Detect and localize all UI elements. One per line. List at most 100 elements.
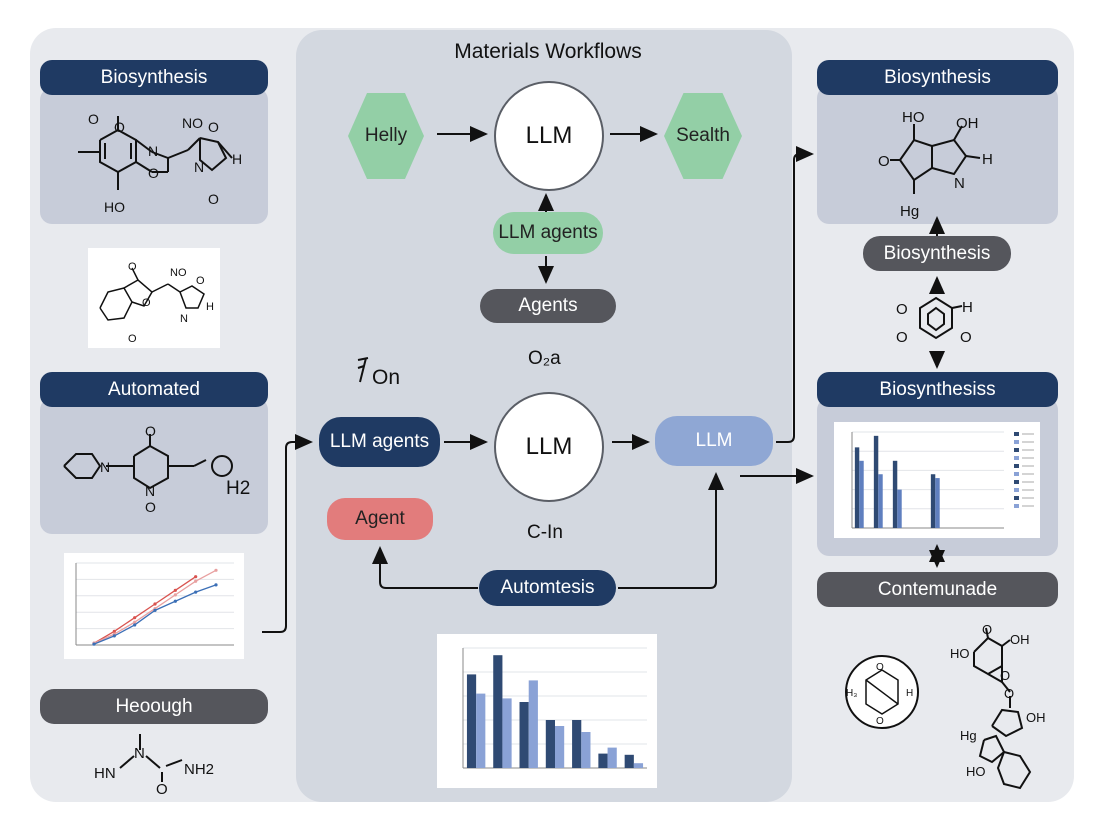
mol3-o-top: O [145, 423, 156, 439]
mol1-n-ring: N [194, 159, 204, 175]
left-automated-header: Automated [40, 372, 268, 407]
molecule-diagram-8: O OH HO O O OH Hg HO [950, 622, 1046, 790]
mol2-o2: O [142, 297, 151, 309]
mol8-ho2: HO [966, 764, 986, 779]
line-chart-point [173, 588, 177, 592]
llm-blue-node[interactable]: LLM [655, 416, 773, 466]
mol8-o3: O [1004, 686, 1014, 701]
center-bar-chart-bar [572, 720, 582, 768]
center-bar-chart-bar [502, 698, 512, 768]
molecule-diagram-4: HN N NH2 O [94, 734, 214, 798]
mol5-hg: Hg [900, 203, 919, 220]
left-automated-card [40, 398, 268, 534]
line-chart-point [133, 620, 137, 624]
center-bar-chart-bar [607, 747, 617, 768]
line-chart-point [133, 616, 137, 620]
mol7-o2: O [876, 716, 884, 727]
line-chart-point [153, 608, 157, 612]
mol3-n1: N [100, 459, 110, 475]
line-chart-point [173, 593, 177, 597]
line-chart-point [214, 568, 218, 572]
mol2-o3: O [196, 275, 205, 287]
mol6-o2: O [896, 329, 908, 346]
line-chart-series-1 [93, 576, 197, 644]
mol2-no: NO [170, 267, 187, 279]
center-bar-chart-bar [598, 753, 608, 768]
right-bar-chart-bar [897, 489, 902, 528]
center-bar-chart-bar [476, 693, 486, 768]
diagram-title: Materials Workflows [454, 40, 642, 63]
center-bar-chart [462, 647, 647, 769]
right-bar-chart-legend-swatch [1014, 464, 1019, 468]
right-bar-chart-bar [892, 460, 898, 528]
mol8-o: O [982, 622, 992, 637]
line-chart-point [194, 579, 198, 583]
mol5-ho: HO [902, 109, 925, 126]
mol5-n: N [954, 175, 965, 192]
pen-icon [357, 357, 369, 383]
mol1-o-ring: O [148, 165, 159, 181]
llm-node-middle: LLM [494, 392, 604, 502]
molecule-diagram-3: N O N O H2 [63, 423, 250, 515]
mol7-o1: O [876, 662, 884, 673]
mol2-o4: O [128, 333, 137, 345]
center-bar-chart-bar [528, 680, 538, 768]
center-bar-chart-bar [519, 702, 529, 768]
right-bar-chart-bar [935, 478, 940, 528]
mol8-oh1: OH [1010, 632, 1030, 647]
mol6-o3: O [960, 329, 972, 346]
agent-node[interactable]: Agent [327, 498, 433, 540]
mol4-hn: HN [94, 765, 116, 782]
line-chart-point [194, 575, 198, 579]
mol1-o-topleft: O [88, 111, 99, 127]
right-bar-chart-legend-swatch [1014, 456, 1019, 460]
mol2-o1: O [128, 261, 137, 273]
molecule-image-2 [88, 248, 220, 348]
mol6-o1: O [896, 301, 908, 318]
contemunade-label: Contemunade [817, 572, 1058, 607]
right-bar-chart-legend-swatch [1014, 440, 1019, 444]
line-chart-point [92, 642, 96, 646]
llm-agents-dark-node[interactable]: LLM agents [319, 417, 440, 467]
molecule-diagram-1: O O N O NO O H N O HO [78, 111, 242, 215]
on-label: On [372, 366, 401, 389]
right-bar-chart [851, 431, 1034, 529]
center-bar-chart-bar [581, 732, 591, 768]
mol3-h2: H2 [226, 478, 250, 499]
right-bar-chart-bar [878, 474, 883, 528]
mol5-h: H [982, 151, 993, 168]
right-biosynthesis-gray: Biosynthesis [863, 236, 1011, 271]
agents-node: Agents [480, 289, 616, 323]
line-chart-point [112, 634, 116, 638]
right-bar-chart-legend-swatch [1014, 432, 1019, 436]
mol7-h2: H [906, 688, 913, 699]
mol5-oh: OH [956, 115, 979, 132]
mol3-o-bottom: O [145, 499, 156, 515]
c-in-label: C-In [527, 522, 563, 543]
o2a-label: O₂a [528, 348, 561, 369]
center-bar-chart-bar [466, 674, 477, 768]
llm-node-top: LLM [494, 81, 604, 191]
mol8-oh2: OH [1026, 710, 1046, 725]
mol1-ho: HO [104, 199, 125, 215]
automtesis-node[interactable]: Automtesis [479, 570, 616, 606]
mol8-hg: Hg [960, 728, 977, 743]
right-bar-chart-legend-swatch [1014, 504, 1019, 508]
center-bar-chart-bar [624, 754, 634, 768]
circle-molecule: H₃ O O H [845, 655, 919, 729]
right-bar-chart-legend-swatch [1014, 448, 1019, 452]
arrow-automtesis-agent [372, 546, 478, 589]
right-bar-chart-bar [859, 460, 864, 528]
mol1-o-bottom: O [208, 191, 219, 207]
right-bar-chart-legend-swatch [1014, 496, 1019, 500]
right-biosynthesis-card [817, 86, 1058, 224]
mol2-n: N [180, 313, 188, 325]
mol5-o: O [878, 153, 890, 170]
center-bar-chart-bar [555, 726, 565, 768]
arrow-automtesis-llm [618, 472, 724, 589]
mol1-o-topright: O [208, 119, 219, 135]
hexagon-molecule: O O H O [896, 296, 973, 346]
mol1-o-top: O [114, 119, 125, 135]
molecule-diagram-2: O O NO O N H O [99, 261, 214, 345]
